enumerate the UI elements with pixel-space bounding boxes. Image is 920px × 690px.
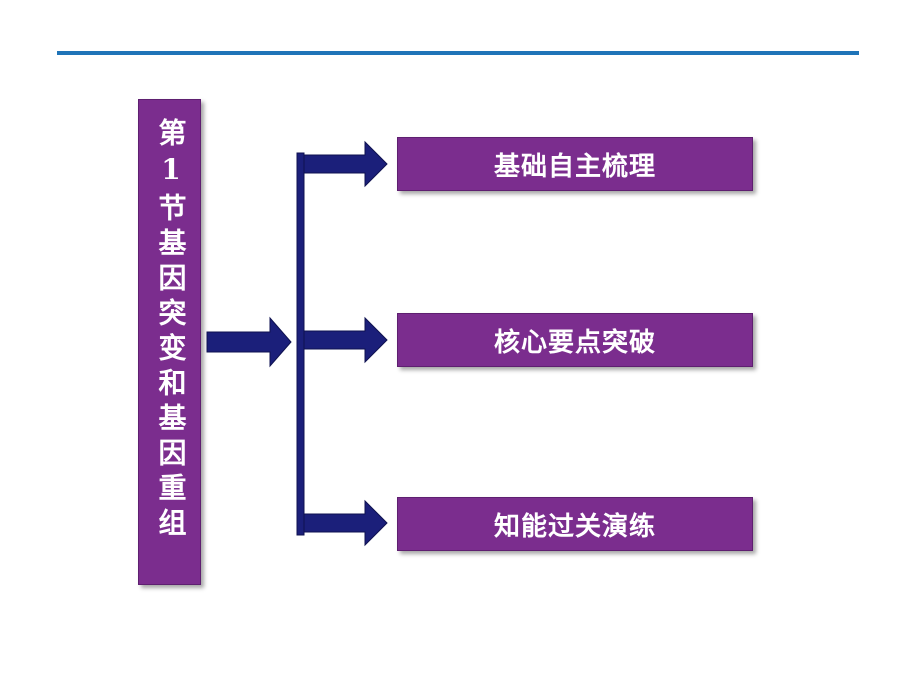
section-title: 第1节基因突变和基因重组 bbox=[154, 118, 188, 543]
node-practice[interactable]: 知能过关演练 bbox=[397, 497, 753, 551]
vertical-trunk bbox=[296, 152, 305, 536]
section-title-box: 第1节基因突变和基因重组 bbox=[138, 99, 201, 585]
branch-arrow-2 bbox=[303, 316, 388, 364]
branch-arrow-3 bbox=[303, 499, 388, 547]
main-arrow bbox=[206, 316, 292, 368]
top-divider-line bbox=[57, 51, 859, 55]
branch-arrow-1 bbox=[303, 140, 388, 188]
node-label: 基础自主梳理 bbox=[493, 151, 656, 182]
node-label: 核心要点突破 bbox=[493, 327, 656, 358]
node-basic-review[interactable]: 基础自主梳理 bbox=[397, 137, 753, 191]
node-label: 知能过关演练 bbox=[493, 511, 656, 542]
node-key-points[interactable]: 核心要点突破 bbox=[397, 313, 753, 367]
